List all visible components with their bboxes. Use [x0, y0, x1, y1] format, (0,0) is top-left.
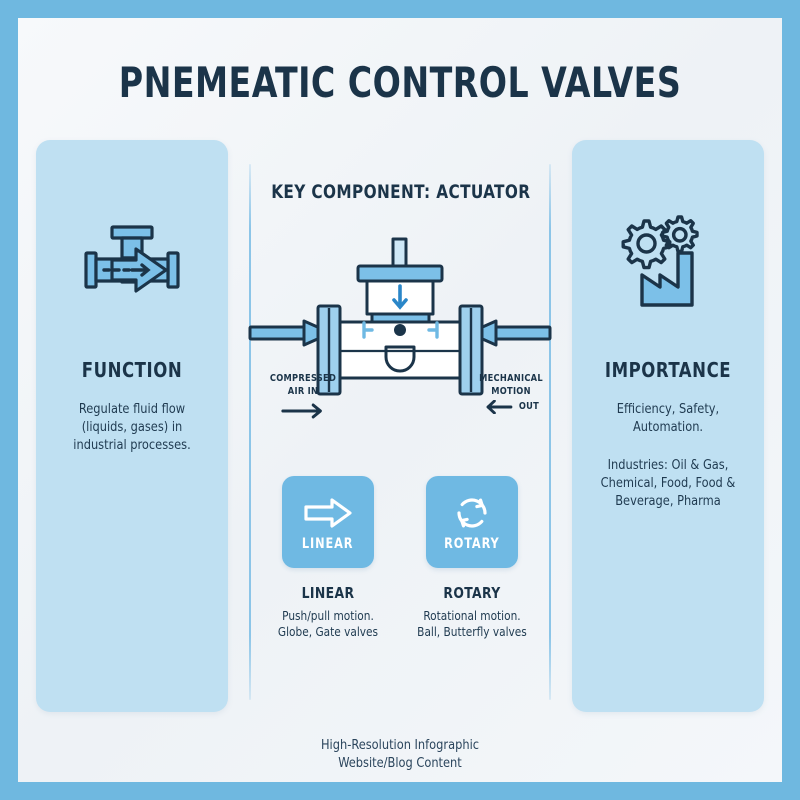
arrow-left-icon	[486, 400, 512, 414]
label-out-line3: OUT	[518, 400, 540, 412]
importance-heading: IMPORTANCE	[604, 358, 732, 382]
arrow-right-outline-icon	[302, 492, 354, 534]
function-panel: FUNCTION Regulate fluid flow (liquids, g…	[36, 140, 228, 712]
function-heading: FUNCTION	[81, 358, 183, 382]
compressed-air-in-label: COMPRESSED AIR IN	[252, 373, 353, 424]
importance-body-1: Efficiency, Safety, Automation.	[616, 401, 720, 435]
linear-desc-line1: Push/pull motion.	[282, 608, 374, 623]
rotary-desc: Rotational motion. Ball, Butterfly valve…	[410, 608, 534, 640]
label-in-line2: AIR IN	[287, 385, 319, 397]
mechanical-motion-out-label: MECHANICAL MOTION OUT	[460, 373, 561, 414]
linear-card-column: LINEAR LINEAR Push/pull motion. Globe, G…	[262, 476, 394, 640]
center-column: KEY COMPONENT: ACTUATOR	[248, 18, 552, 782]
linear-title: LINEAR	[301, 584, 355, 602]
arrow-right-icon	[281, 403, 322, 419]
gears-factory-icon	[572, 212, 764, 312]
label-out-line1: MECHANICAL	[479, 373, 543, 384]
page-title: PNEMEATIC CONTROL VALVES	[118, 58, 682, 107]
linear-card-tag: LINEAR	[302, 536, 354, 552]
rotary-desc-line1: Rotational motion.	[423, 608, 521, 623]
importance-panel: IMPORTANCE Efficiency, Safety, Automatio…	[572, 140, 764, 712]
function-body: Regulate fluid flow (liquids, gases) in …	[73, 401, 191, 453]
circular-arrows-icon	[451, 492, 493, 534]
actuator-heading: KEY COMPONENT: ACTUATOR	[271, 182, 531, 203]
rotary-title: ROTARY	[443, 584, 501, 602]
pneumatic-actuator-valve-diagram	[238, 233, 562, 423]
divider-left	[249, 164, 251, 700]
label-out-line2: MOTION	[491, 385, 531, 397]
linear-desc: Push/pull motion. Globe, Gate valves	[266, 608, 390, 640]
footer: High-Resolution Infographic Website/Blog…	[41, 736, 759, 772]
rotary-card-tag: ROTARY	[444, 536, 500, 552]
linear-desc-line2: Globe, Gate valves	[277, 624, 379, 639]
label-in-line1: COMPRESSED	[269, 373, 337, 384]
infographic-frame: PNEMEATIC CONTROL VALVES FUNCT	[18, 18, 782, 782]
rotary-card-column: ROTARY ROTARY Rotational motion. Ball, B…	[406, 476, 538, 640]
valve-flow-icon	[36, 218, 228, 314]
rotary-desc-line2: Ball, Butterfly valves	[417, 624, 527, 639]
rotary-card[interactable]: ROTARY	[426, 476, 518, 568]
importance-body-2: Industries: Oil & Gas, Chemical, Food, F…	[600, 457, 736, 509]
footer-line-2: Website/Blog Content	[338, 755, 462, 771]
divider-right	[549, 164, 551, 700]
footer-line-1: High-Resolution Infographic	[320, 737, 480, 753]
linear-card[interactable]: LINEAR	[282, 476, 374, 568]
